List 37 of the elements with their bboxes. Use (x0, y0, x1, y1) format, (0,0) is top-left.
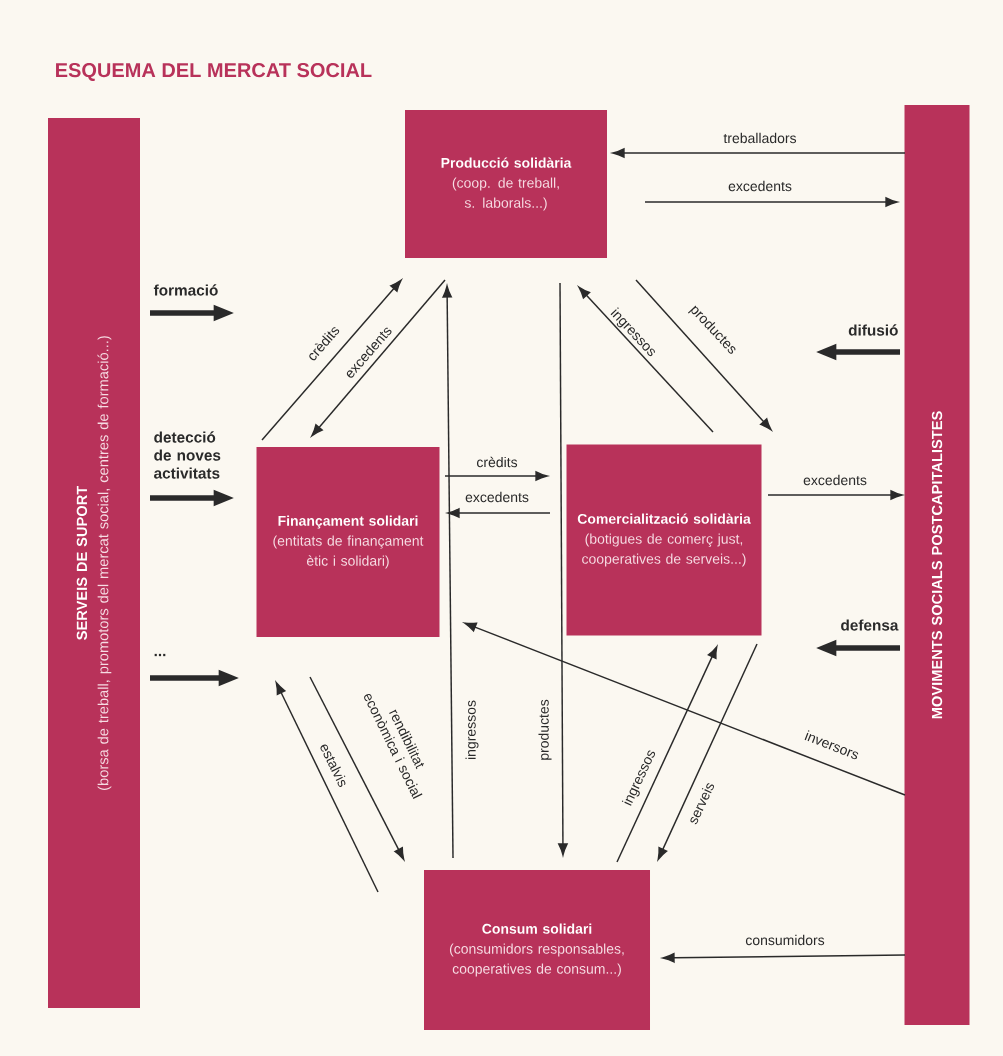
arrow (612, 148, 906, 158)
arrow (442, 285, 454, 859)
arrow (644, 197, 898, 207)
process-box: Comercialització solidària (botigues de comerç just, cooperatives de serveis...) (566, 444, 762, 636)
edge-label: difusió (848, 324, 898, 336)
title: ESQUEMA DEL MERCAT SOCIAL (56, 63, 372, 81)
arrow (444, 471, 548, 481)
arrow (657, 643, 758, 860)
edge-label: excedents (803, 474, 867, 486)
arrow (275, 682, 379, 893)
arrow (447, 508, 551, 518)
edge-label: treballadors (723, 132, 797, 144)
edge-label: consumidors (745, 934, 825, 946)
arrow (464, 622, 906, 796)
side-band: MOVIMENTS SOCIALS POSTCAPITALISTES (904, 105, 970, 1025)
edge-label: defensa (841, 619, 899, 631)
process-box: Consum solidari (consumidors responsables, cooperatives de consum...) (424, 870, 650, 1030)
arrow (635, 279, 772, 431)
edge-label: formació (153, 284, 218, 296)
edge-label: ingressos (465, 700, 479, 760)
edge-label: ... (154, 653, 166, 657)
edge-label: excedents (465, 491, 529, 503)
arrow (311, 279, 446, 437)
arrow (578, 286, 714, 433)
process-box: Producció solidària (coop. de treball, s. laborals...) (405, 110, 607, 258)
arrow (662, 953, 906, 963)
arrow (261, 279, 402, 441)
edge-label: crèdits (476, 456, 518, 468)
side-band: SERVEIS DE SUPORT (borsa de treball, promotors del mercat social, centres de formació...) (48, 118, 140, 1008)
arrow (767, 490, 903, 500)
edge-label: productes (538, 699, 552, 760)
arrow (309, 676, 405, 860)
process-box: Finançament solidari (entitats de finançament ètic i solidari) (256, 447, 440, 637)
arrow (616, 646, 718, 863)
edge-label: detecció de noves activitats (154, 431, 221, 479)
arrow (558, 282, 568, 856)
edge-label: excedents (728, 180, 792, 192)
